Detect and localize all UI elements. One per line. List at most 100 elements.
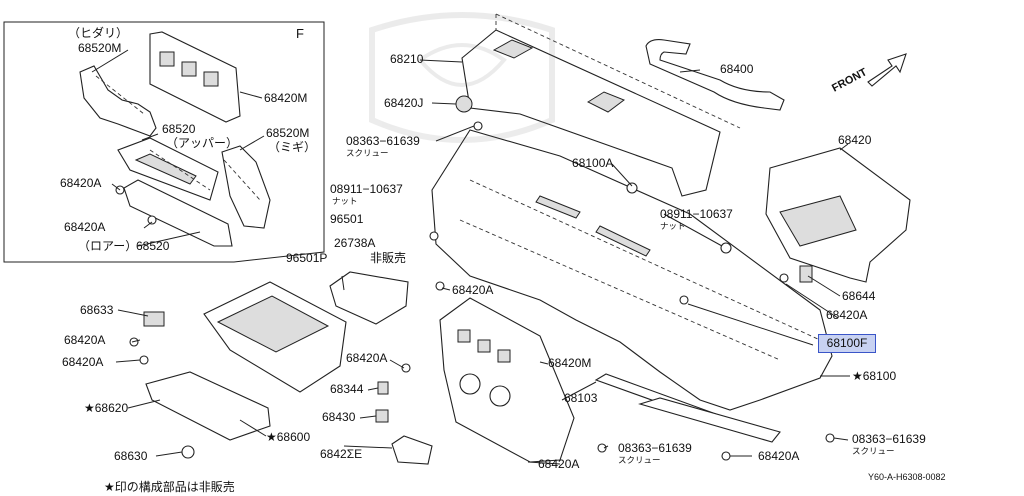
footnote: ★印の構成部品は非販売 bbox=[104, 480, 235, 494]
label-screw-b: スクリュー bbox=[618, 455, 661, 465]
glovebox-lid-shape bbox=[145, 371, 271, 441]
drawing-code: Y60-A-H6308-0082 bbox=[868, 472, 946, 482]
frame-label: F bbox=[296, 26, 304, 41]
clip-68420A-center bbox=[401, 363, 411, 373]
latch-68633 bbox=[143, 311, 165, 327]
part-label-68520-upper[interactable]: 68520 bbox=[162, 122, 196, 136]
part-label-68644[interactable]: 68644 bbox=[842, 289, 876, 303]
part-label-68600[interactable]: ★68600 bbox=[266, 430, 311, 444]
label-hihanbai: 非販売 bbox=[370, 251, 407, 265]
label-nut-a: ナット bbox=[332, 196, 358, 206]
highlighted-part-68100F[interactable]: 68100F bbox=[818, 334, 876, 353]
watermark-logo bbox=[369, 12, 555, 143]
screw-08363-a bbox=[473, 121, 483, 131]
label-screw-c: スクリュー bbox=[852, 446, 895, 456]
part-label-68103[interactable]: 68103 bbox=[564, 391, 598, 405]
part-label-96501[interactable]: 96501 bbox=[330, 212, 364, 226]
upper-pad-guide bbox=[495, 13, 741, 129]
dashboard-slot-2 bbox=[595, 225, 651, 257]
part-label-6842SE[interactable]: 6842ΣE bbox=[320, 447, 363, 461]
part-label-08911-b[interactable]: 08911−10637 bbox=[660, 207, 733, 221]
part-label-26738A[interactable]: 26738A bbox=[334, 236, 376, 250]
right-bracket-shape bbox=[221, 145, 271, 229]
part-label-08363-a[interactable]: 08363−61639 bbox=[346, 134, 420, 148]
part-label-68400[interactable]: 68400 bbox=[720, 62, 754, 76]
label-nut-b: ナット bbox=[660, 221, 686, 231]
dashboard-panel-shape bbox=[431, 129, 833, 411]
label-upper: （アッパー） bbox=[166, 136, 239, 150]
inset-frame bbox=[3, 21, 325, 263]
part-label-08363-c[interactable]: 08363−61639 bbox=[852, 432, 926, 446]
dashboard-slot-1 bbox=[535, 195, 581, 219]
clip-68420J bbox=[455, 95, 473, 113]
part-label-68420M[interactable]: 68420M bbox=[548, 356, 592, 370]
clip-68100A bbox=[626, 182, 638, 194]
center-panel-shape bbox=[439, 297, 575, 463]
screw-08363-b bbox=[597, 443, 607, 453]
part-label-68620[interactable]: ★68620 bbox=[84, 401, 129, 415]
inset-screw-2 bbox=[147, 215, 157, 225]
center-panel-slot-3 bbox=[497, 349, 511, 363]
center-panel-dial-1 bbox=[459, 373, 481, 395]
part-label-68420A-radio[interactable]: 68420A bbox=[452, 283, 494, 297]
left-bracket-shape bbox=[79, 65, 157, 137]
part-label-68420J[interactable]: 68420J bbox=[384, 96, 424, 110]
inset-window-2 bbox=[181, 61, 197, 77]
center-panel-slot-2 bbox=[477, 339, 491, 353]
upper-panel-slots bbox=[134, 153, 197, 185]
clip-68420A-radio bbox=[435, 281, 445, 291]
upper-pad-vent-1 bbox=[492, 39, 534, 59]
part-label-68630[interactable]: 68630 bbox=[114, 449, 148, 463]
label-hidari: （ヒダリ） bbox=[68, 26, 129, 40]
part-68430 bbox=[375, 409, 389, 423]
part-68344 bbox=[377, 381, 389, 395]
part-label-68420A-left-2[interactable]: 68420A bbox=[62, 355, 104, 369]
front-arrow-icon bbox=[867, 53, 907, 87]
upper-pad-shape bbox=[461, 29, 721, 197]
part-label-68100A[interactable]: 68100A bbox=[572, 156, 614, 170]
grab-handle-shape bbox=[645, 39, 785, 111]
part-label-68420A-inset-2[interactable]: 68420A bbox=[64, 220, 106, 234]
cluster-hood-window bbox=[779, 195, 857, 247]
part-label-96501P[interactable]: 96501P bbox=[286, 251, 328, 265]
part-label-68100[interactable]: ★68100 bbox=[852, 369, 897, 383]
part-label-68420A-center[interactable]: 68420A bbox=[346, 351, 388, 365]
part-label-68520M-left[interactable]: 68520M bbox=[78, 41, 122, 55]
part-label-08363-b[interactable]: 08363−61639 bbox=[618, 441, 692, 455]
switch-68644 bbox=[799, 265, 813, 283]
part-label-68430[interactable]: 68430 bbox=[322, 410, 356, 424]
center-panel-slot-1 bbox=[457, 329, 471, 343]
ashtray-shape bbox=[391, 435, 433, 465]
clip-68420A-mid bbox=[679, 295, 689, 305]
part-label-68420A-right[interactable]: 68420A bbox=[826, 308, 868, 322]
leader-lines bbox=[91, 49, 850, 465]
nut-08911-a bbox=[429, 231, 439, 241]
inset-window-1 bbox=[159, 51, 175, 67]
part-label-68520M-right[interactable]: 68520M bbox=[266, 126, 310, 140]
part-label-68210[interactable]: 68210 bbox=[390, 52, 424, 66]
label-screw-a: スクリュー bbox=[346, 148, 389, 158]
dashboard-inner-lines bbox=[459, 179, 821, 361]
upper-pad-vent-2 bbox=[586, 91, 626, 113]
nut-08911-b bbox=[720, 242, 732, 254]
part-label-68420A-bottom[interactable]: 68420A bbox=[758, 449, 800, 463]
label-migi: （ミギ） bbox=[268, 140, 317, 154]
part-label-68420A-bottom-left[interactable]: 68420A bbox=[538, 457, 580, 471]
inset-frame-68420M-shape bbox=[149, 31, 241, 123]
part-label-68520-lower[interactable]: 68520 bbox=[136, 239, 170, 253]
inset-window-3 bbox=[203, 71, 219, 87]
lower-bracket-shape bbox=[638, 397, 781, 443]
part-label-68420M-inset[interactable]: 68420M bbox=[264, 91, 308, 105]
part-label-68420[interactable]: 68420 bbox=[838, 133, 872, 147]
part-label-68420A-left-1[interactable]: 68420A bbox=[64, 333, 106, 347]
part-label-68633[interactable]: 68633 bbox=[80, 303, 114, 317]
part-label-68344[interactable]: 68344 bbox=[330, 382, 364, 396]
label-lower: （ロアー） bbox=[78, 239, 138, 253]
lower-panel-shape bbox=[123, 179, 233, 247]
screw-08363-c bbox=[825, 433, 835, 443]
part-label-08911-a[interactable]: 08911−10637 bbox=[330, 182, 403, 196]
center-panel-dial-2 bbox=[489, 385, 511, 407]
part-label-68420A-inset-1[interactable]: 68420A bbox=[60, 176, 102, 190]
